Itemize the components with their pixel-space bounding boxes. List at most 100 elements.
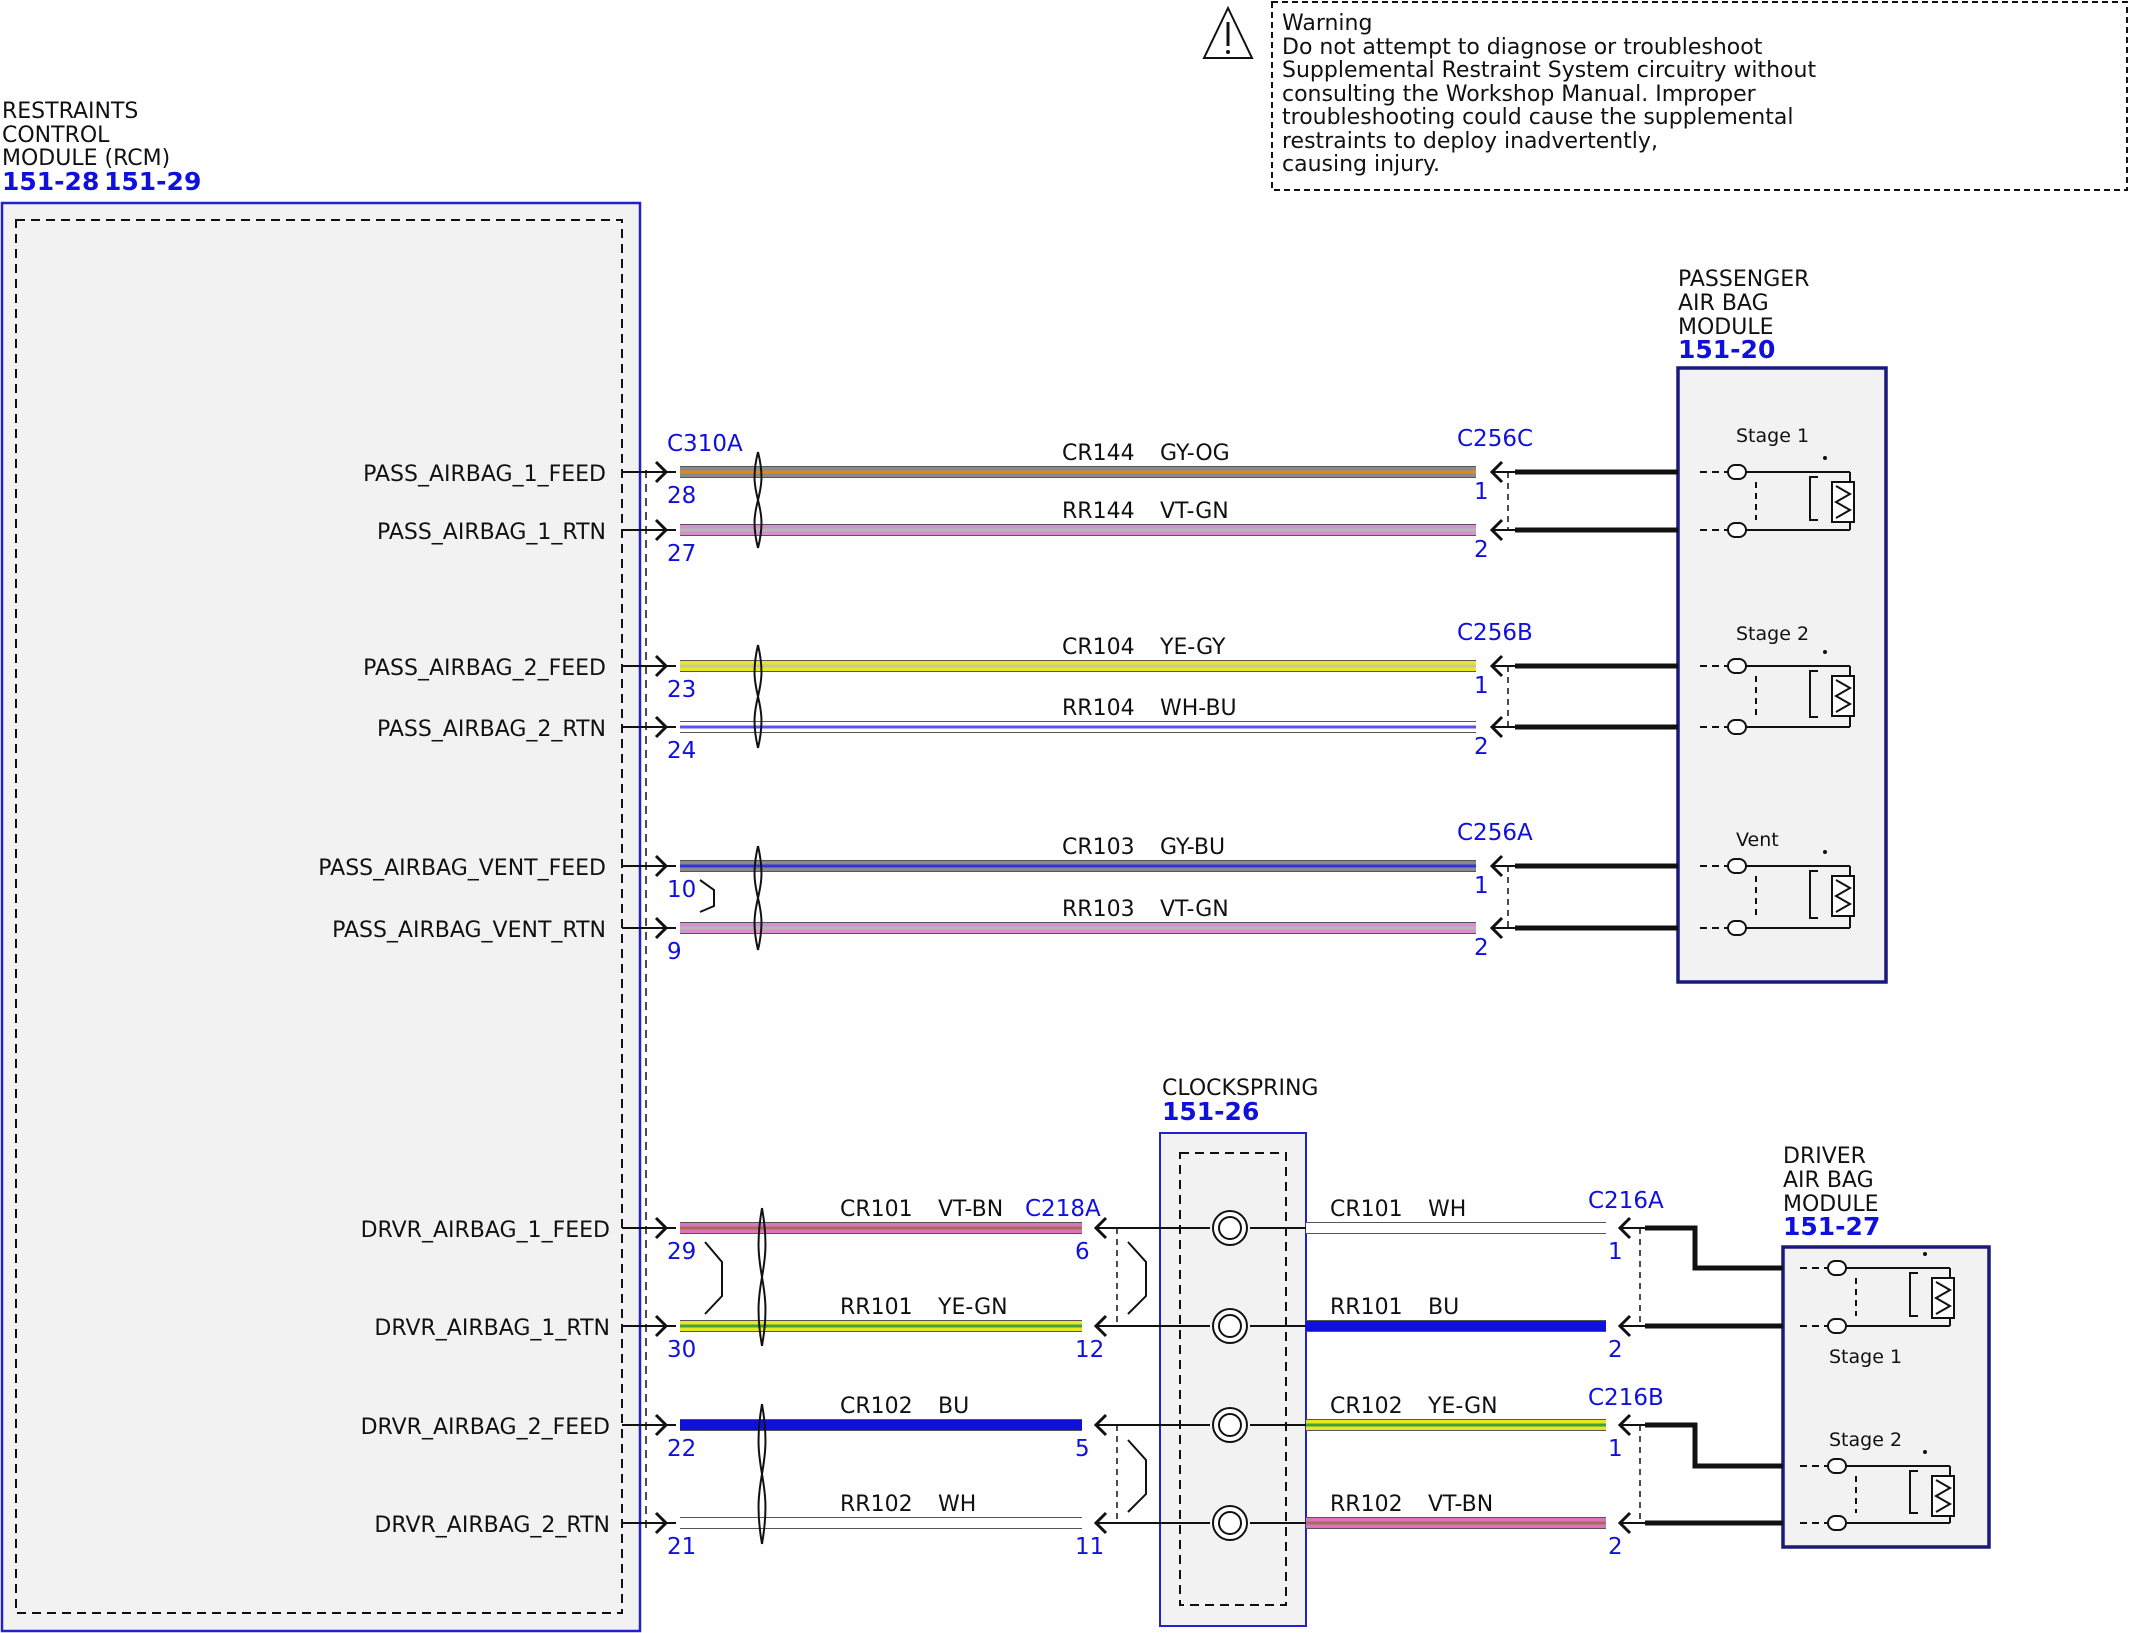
rcm-name-line: RESTRAINTS: [2, 99, 138, 124]
wire-color-code: YE-GY: [1159, 635, 1226, 660]
polarity-dot-icon: [1923, 1252, 1927, 1256]
terminal-arrow-icon: [654, 1216, 669, 1240]
rcm-name-line: CONTROL: [2, 123, 110, 148]
warning-line: Do not attempt to diagnose or troublesho…: [1282, 35, 1763, 60]
far-pin-number[interactable]: 1: [1474, 479, 1489, 505]
far-pin-number[interactable]: 2: [1608, 1337, 1623, 1363]
coil-icon: [1218, 1216, 1242, 1240]
connector-label[interactable]: C216B: [1588, 1385, 1664, 1411]
clockspring-ref[interactable]: 151-26: [1162, 1097, 1259, 1126]
igniter-contact-icon: [1727, 658, 1747, 674]
rcm-ref[interactable]: 151-29: [104, 167, 201, 196]
squib-icon: [1833, 679, 1853, 713]
connector-label[interactable]: C256C: [1457, 426, 1533, 452]
wire-color-code: VT-GN: [1160, 897, 1229, 922]
far-pin-number[interactable]: 1: [1608, 1239, 1623, 1265]
twist-marker: [753, 644, 763, 749]
circuit-id: CR144: [1062, 441, 1135, 466]
far-pin-number[interactable]: 1: [1608, 1436, 1623, 1462]
clockspring[interactable]: CLOCKSPRING 151-26: [1159, 1076, 1318, 1627]
out-wire-color-code: VT-BN: [1428, 1492, 1493, 1517]
mid-pin-number[interactable]: 5: [1075, 1436, 1090, 1462]
mid-pin-number[interactable]: 12: [1075, 1337, 1104, 1363]
mid-pin-number[interactable]: 11: [1075, 1534, 1104, 1560]
signal-label: DRVR_AIRBAG_1_FEED: [361, 1218, 610, 1243]
connector-label[interactable]: C256A: [1457, 820, 1533, 846]
out-circuit-id: CR101: [1330, 1197, 1403, 1222]
clockspring-name: CLOCKSPRING: [1162, 1076, 1318, 1101]
coil-icon: [1212, 1210, 1248, 1246]
passenger-ref[interactable]: 151-20: [1678, 335, 1775, 364]
rcm-pin-number[interactable]: 22: [667, 1436, 696, 1462]
c310a-label[interactable]: C310A: [667, 431, 743, 457]
rcm-pin-number[interactable]: 10: [667, 877, 696, 903]
far-pin-number[interactable]: 2: [1474, 537, 1489, 563]
warning-panel: Warning Do not attempt to diagnose or tr…: [1202, 1, 2128, 191]
out-circuit-id: CR102: [1330, 1394, 1403, 1419]
rcm-ref[interactable]: 151-28: [2, 167, 99, 196]
signal-label: DRVR_AIRBAG_1_RTN: [374, 1316, 610, 1341]
signal-label: DRVR_AIRBAG_2_RTN: [374, 1513, 610, 1538]
igniter: [1800, 1450, 1955, 1531]
clockspring-box: [1159, 1132, 1307, 1627]
out-circuit-id: RR101: [1330, 1295, 1403, 1320]
far-pin-number[interactable]: 1: [1474, 873, 1489, 899]
circuit-id: CR103: [1062, 835, 1135, 860]
out-wire-color-code: WH: [1428, 1197, 1466, 1222]
coil-icon: [1218, 1511, 1242, 1535]
far-pin-number[interactable]: 1: [1474, 673, 1489, 699]
warning-triangle-icon: [1202, 5, 1254, 59]
far-pin-number[interactable]: 2: [1608, 1534, 1623, 1560]
coil-icon: [1212, 1308, 1248, 1344]
out-wire-color-code: BU: [1428, 1295, 1459, 1320]
connector-label[interactable]: C218A: [1025, 1196, 1101, 1222]
wire-color-code: GY-OG: [1160, 441, 1230, 466]
connector-label[interactable]: C216A: [1588, 1188, 1664, 1214]
squib-icon: [1833, 879, 1853, 913]
warning-title: Warning: [1282, 11, 1372, 36]
passenger-stage-label: Stage 2: [1736, 623, 1809, 645]
mid-pin-number[interactable]: 6: [1075, 1239, 1090, 1265]
far-pin-number[interactable]: 2: [1474, 935, 1489, 961]
rcm-pin-number[interactable]: 27: [667, 541, 696, 567]
terminal-arrow-icon: [654, 1413, 669, 1437]
driver-ref[interactable]: 151-27: [1783, 1212, 1880, 1241]
rcm-pin-number[interactable]: 29: [667, 1239, 696, 1265]
igniter-bracket: [1909, 1272, 1918, 1317]
harness-wire[interactable]: [1645, 1422, 1783, 1469]
signal-label: PASS_AIRBAG_VENT_RTN: [332, 918, 606, 943]
igniter-bracket: [1809, 870, 1818, 919]
terminal-arrow-icon: [654, 1511, 669, 1535]
terminal-arrow-icon: [654, 854, 669, 878]
signal-label: PASS_AIRBAG_VENT_FEED: [318, 856, 606, 881]
connector-label[interactable]: C256B: [1457, 620, 1533, 646]
rcm-pin-number[interactable]: 21: [667, 1534, 696, 1560]
rcm-module[interactable]: RESTRAINTS CONTROL MODULE (RCM) 151-28 1…: [0, 99, 642, 1633]
driver-air-bag-module[interactable]: DRIVER AIR BAG MODULE 151-27 Stage 1 Sta…: [1781, 1144, 1991, 1549]
driver-module-box: [1781, 1245, 1991, 1549]
rcm-pin-number[interactable]: 9: [667, 939, 682, 965]
passenger-name-line: PASSENGER: [1678, 267, 1809, 292]
driver-stage-label: Stage 1: [1829, 1346, 1902, 1368]
rcm-pin-number[interactable]: 28: [667, 483, 696, 509]
rcm-pin-number[interactable]: 24: [667, 738, 696, 764]
signal-label: PASS_AIRBAG_1_RTN: [377, 520, 606, 545]
far-pin-number[interactable]: 2: [1474, 734, 1489, 760]
rcm-pin-number[interactable]: 23: [667, 677, 696, 703]
rcm-pin-number[interactable]: 30: [667, 1337, 696, 1363]
passenger-air-bag-module[interactable]: PASSENGER AIR BAG MODULE 151-20 Stage 1 …: [1676, 267, 1888, 984]
harness-wire[interactable]: [1645, 1225, 1783, 1271]
passenger-stage-label: Vent: [1736, 829, 1779, 851]
